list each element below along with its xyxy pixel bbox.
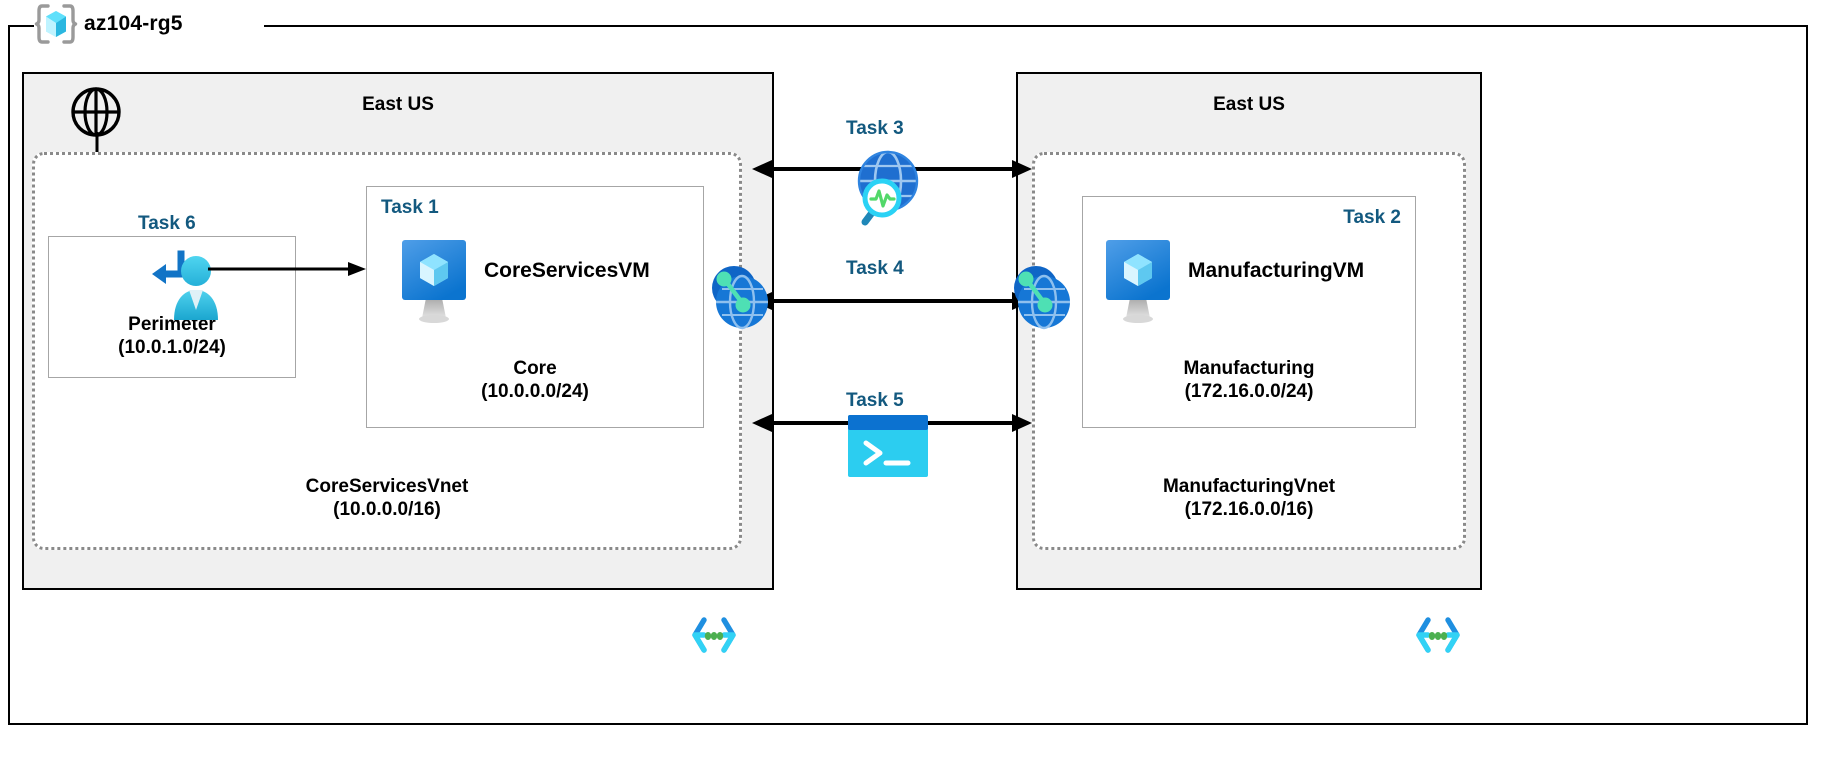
resource-group-header: az104-rg5: [34, 2, 183, 46]
resource-group-name: az104-rg5: [84, 12, 183, 35]
vnet-core-services-cidr: (10.0.0.0/16): [333, 499, 441, 521]
virtual-machine-icon: [398, 238, 470, 326]
subnet-manufacturing: Task 2 Manufacturing (172.16.0.0/24): [1082, 196, 1416, 428]
azure-resource-group-icon: [34, 2, 78, 46]
task-4-label: Task 4: [846, 258, 904, 279]
subnet-core-name: Core: [513, 358, 557, 379]
subnet-manufacturing-name: Manufacturing: [1183, 358, 1315, 379]
globe-icon: [70, 86, 122, 138]
subnet-core-cidr: (10.0.0.0/24): [481, 381, 589, 403]
task-5-label: Task 5: [846, 390, 904, 411]
region-title-left: East US: [362, 94, 434, 115]
code-brackets-icon: [690, 612, 738, 658]
task-3-label: Task 3: [846, 118, 904, 139]
task-6-label: Task 6: [138, 213, 196, 234]
vnet-manufacturing-label: ManufacturingVnet (172.16.0.0/16): [1035, 475, 1463, 521]
vnet-core-services-name: CoreServicesVnet: [305, 476, 469, 497]
vnet-manufacturing-name: ManufacturingVnet: [1162, 476, 1336, 497]
vnet-core-services-label: CoreServicesVnet (10.0.0.0/16): [35, 475, 739, 521]
bastion-user-icon: [146, 250, 224, 326]
virtual-machine-icon: [1102, 238, 1174, 326]
subnet-perimeter-cidr: (10.0.1.0/24): [118, 337, 226, 359]
subnet-manufacturing-cidr: (172.16.0.0/24): [1184, 381, 1314, 403]
vnet-peering-icon: [1010, 262, 1076, 334]
resource-group-frame: [8, 25, 1808, 725]
task-2-label: Task 2: [1343, 207, 1401, 228]
perimeter-to-core-arrow: [208, 258, 370, 280]
cloud-shell-icon: [848, 415, 928, 477]
manufacturing-vm-name: ManufacturingVM: [1188, 259, 1365, 282]
task-4-arrow: [752, 290, 1032, 312]
subnet-perimeter: Perimeter (10.0.1.0/24): [48, 236, 296, 378]
vnet-peering-icon: [708, 262, 774, 334]
core-services-vm-name: CoreServicesVM: [484, 259, 650, 282]
subnet-core: Task 1 Core (10.0.0.0/24): [366, 186, 704, 428]
subnet-manufacturing-label: Manufacturing (172.16.0.0/24): [1083, 357, 1415, 403]
task-1-label: Task 1: [381, 197, 439, 218]
network-watcher-icon: [842, 148, 928, 230]
subnet-core-label: Core (10.0.0.0/24): [367, 357, 703, 403]
code-brackets-icon: [1414, 612, 1462, 658]
vnet-manufacturing-cidr: (172.16.0.0/16): [1184, 499, 1314, 521]
region-title-right: East US: [1213, 94, 1285, 115]
